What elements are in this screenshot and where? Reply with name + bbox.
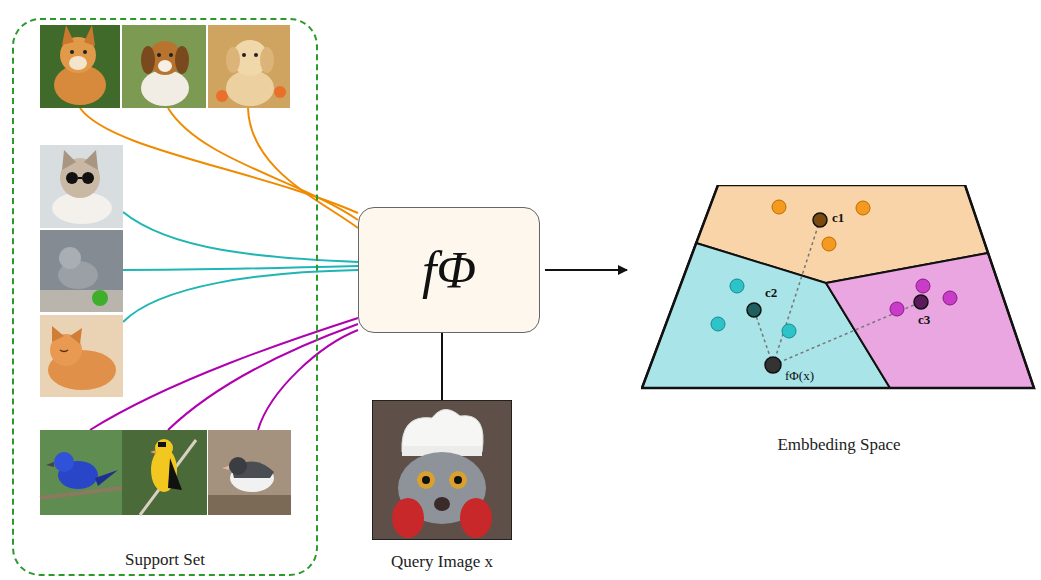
- bird-photo: [40, 430, 122, 515]
- orange-link: [168, 108, 358, 220]
- cyan-link: [123, 270, 358, 322]
- node-text: fΦ: [422, 241, 476, 300]
- cyan-link: [123, 266, 358, 270]
- bird-photo: [122, 430, 207, 515]
- node-text: Query Image x: [372, 552, 512, 572]
- node-text: Embbeding Space: [641, 435, 1037, 455]
- magenta-link: [168, 324, 358, 430]
- point-label: fΦ(x): [785, 368, 814, 384]
- cat-photo: [40, 315, 123, 397]
- network-box: fΦ: [358, 207, 540, 333]
- connector: [545, 269, 627, 271]
- dog-photo: [40, 25, 120, 108]
- point-label: c1: [832, 210, 844, 226]
- connector: [441, 333, 443, 400]
- query-photo: [372, 400, 512, 540]
- orange-link: [248, 108, 358, 228]
- cyan-link: [123, 212, 358, 262]
- node-text: Support Set: [14, 550, 316, 570]
- magenta-link: [258, 330, 358, 430]
- point-label: c2: [765, 285, 777, 301]
- point-label: c3: [918, 312, 930, 328]
- support-set-box: Support Set: [12, 18, 318, 576]
- embedding-space: Embbeding Space c1 c2 c3 fΦ(x): [641, 185, 1037, 460]
- dog-photo: [122, 25, 206, 108]
- dog-photo: [208, 25, 290, 108]
- query-image: Query Image x: [372, 400, 512, 576]
- cat-photo: [40, 230, 123, 312]
- bird-photo: [208, 430, 291, 515]
- cat-photo: [40, 145, 123, 228]
